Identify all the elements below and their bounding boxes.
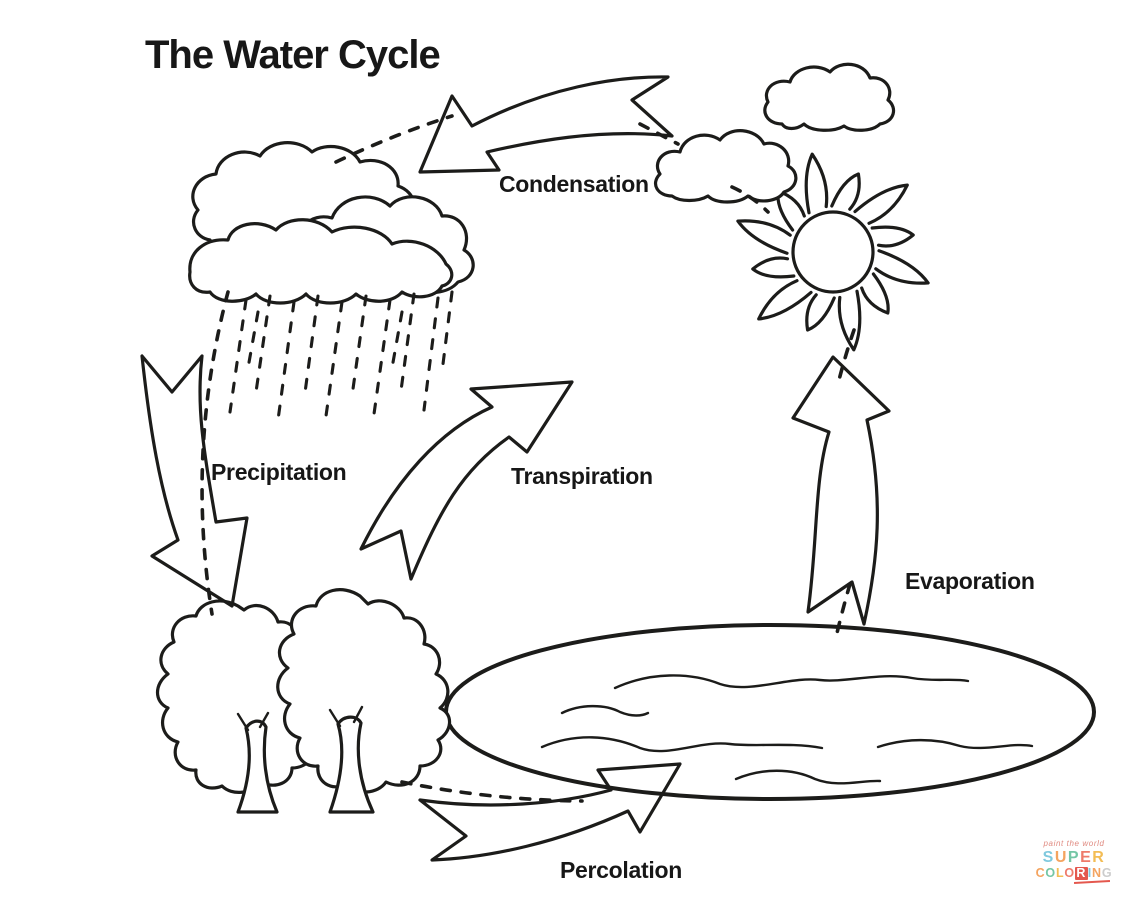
sun-rays [736, 152, 930, 352]
label-condensation: Condensation [499, 171, 649, 197]
rain-dashes [228, 290, 454, 422]
label-transpiration: Transpiration [511, 463, 653, 489]
lake-outline [444, 623, 1096, 801]
dotted-condensation-to-small-cloud [638, 122, 680, 146]
label-evaporation: Evaporation [905, 568, 1035, 594]
tree-canopy-right [276, 588, 452, 794]
watermark-word-super: SUPER [1042, 849, 1106, 866]
label-percolation: Percolation [560, 857, 682, 883]
precipitation-arrow [140, 354, 249, 608]
sun-disc [791, 210, 875, 294]
page-title: The Water Cycle [145, 33, 440, 77]
upper-right-cloud-icon [763, 62, 896, 132]
trees-icon [155, 588, 452, 814]
dotted-trees-to-percolation [400, 780, 584, 803]
sun-icon [736, 152, 930, 352]
rain-cloud-icon [188, 141, 475, 305]
lake-ripples [540, 674, 1034, 785]
lake-icon [444, 623, 1096, 801]
cloud-front [188, 218, 454, 305]
tree-trunk-right [328, 715, 375, 814]
label-precipitation: Precipitation [211, 459, 346, 485]
condensation-arrow [418, 75, 674, 174]
percolation-arrow [418, 762, 682, 862]
dotted-small-cloud-to-sun [730, 185, 770, 214]
tree-trunk-left [236, 719, 279, 814]
small-cloud-icon [654, 129, 798, 204]
dotted-cloud-to-ground [200, 290, 230, 616]
dotted-evaporation-to-lake [835, 582, 852, 635]
dotted-sun-to-evaporation [836, 328, 856, 386]
evaporation-arrow [791, 355, 891, 626]
dotted-cloud-to-condensation [334, 114, 454, 164]
transpiration-arrow [359, 380, 574, 581]
dotted-connectors [200, 114, 856, 803]
watermark-tagline: paint the world [1043, 839, 1105, 848]
tree-branches [236, 705, 364, 732]
